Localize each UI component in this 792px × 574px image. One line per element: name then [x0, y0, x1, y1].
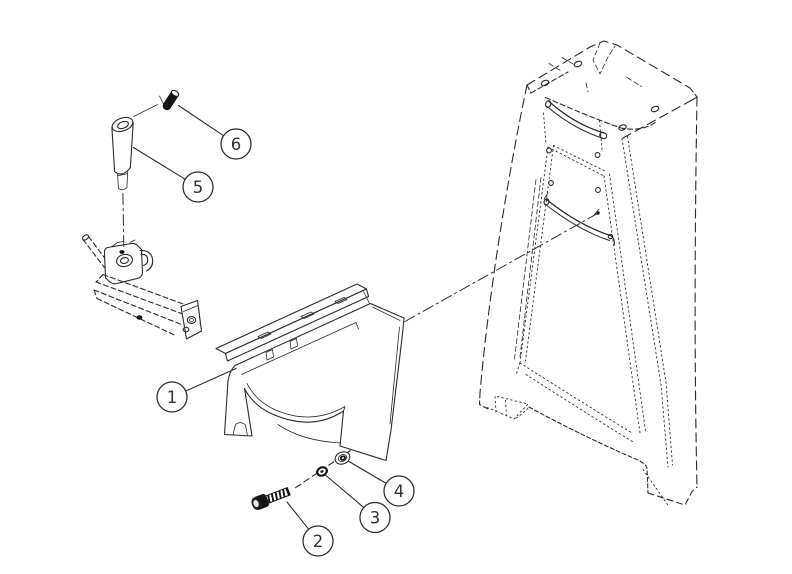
callout-6-number: 6 [231, 135, 242, 154]
callout-1-number: 1 [167, 388, 178, 407]
callout-3-bubble [359, 501, 391, 534]
callout-4-bubble [383, 475, 415, 507]
callout-2-leader [286, 501, 310, 530]
flat-washer-part [334, 451, 351, 465]
plate-hole [650, 105, 660, 113]
callout-2-number: 2 [313, 532, 324, 551]
callout-4-leader [348, 460, 387, 484]
set-screw-part [162, 89, 180, 111]
bar-end-hole [186, 316, 197, 324]
callout-6-bubble [220, 128, 252, 160]
base-to-stand-centerline [404, 213, 598, 322]
callout-5: 5 [132, 146, 214, 203]
clamp-hook [139, 249, 154, 272]
callout-2-bubble [302, 525, 334, 557]
callout-3: 3 [325, 474, 391, 534]
bar-end-hole [182, 326, 190, 333]
clamp-bar-assembly [81, 234, 203, 340]
stand-column-reference [478, 40, 698, 507]
rod-end [81, 234, 90, 241]
plate-hole [573, 60, 583, 68]
callout-3-number: 3 [370, 509, 381, 528]
callout-4: 4 [348, 460, 415, 507]
lock-washer-part [316, 466, 328, 477]
callout-5-leader [132, 146, 186, 180]
bar-screw-tip [136, 315, 143, 320]
callout-1: 1 [156, 367, 237, 413]
knob-bore [117, 120, 129, 130]
callout-6: 6 [177, 104, 252, 160]
mount-point-mark [596, 211, 600, 215]
plate-hole [618, 124, 627, 131]
callout-5-bubble [182, 171, 214, 203]
plate-hole [540, 79, 550, 87]
callout-3-leader [325, 474, 365, 509]
mounting-panel-detail [543, 147, 615, 247]
callout-4-number: 4 [394, 482, 405, 501]
callout-1-leader [185, 367, 237, 392]
callout-6-leader [177, 104, 225, 137]
handle-knob-part [111, 116, 134, 248]
pin-alignment-line [133, 95, 165, 117]
pedestal-base-part [215, 283, 405, 462]
clamp-bore [116, 253, 133, 268]
clamp-screw-tip [119, 250, 125, 254]
socket-head-bolt-part [251, 486, 291, 511]
knob-centerline [122, 193, 125, 248]
upper-handle-tube [544, 100, 608, 140]
callout-1-bubble [156, 381, 188, 413]
bar-end-cap [180, 299, 203, 340]
callout-5-number: 5 [193, 178, 204, 197]
callout-2: 2 [286, 501, 334, 557]
